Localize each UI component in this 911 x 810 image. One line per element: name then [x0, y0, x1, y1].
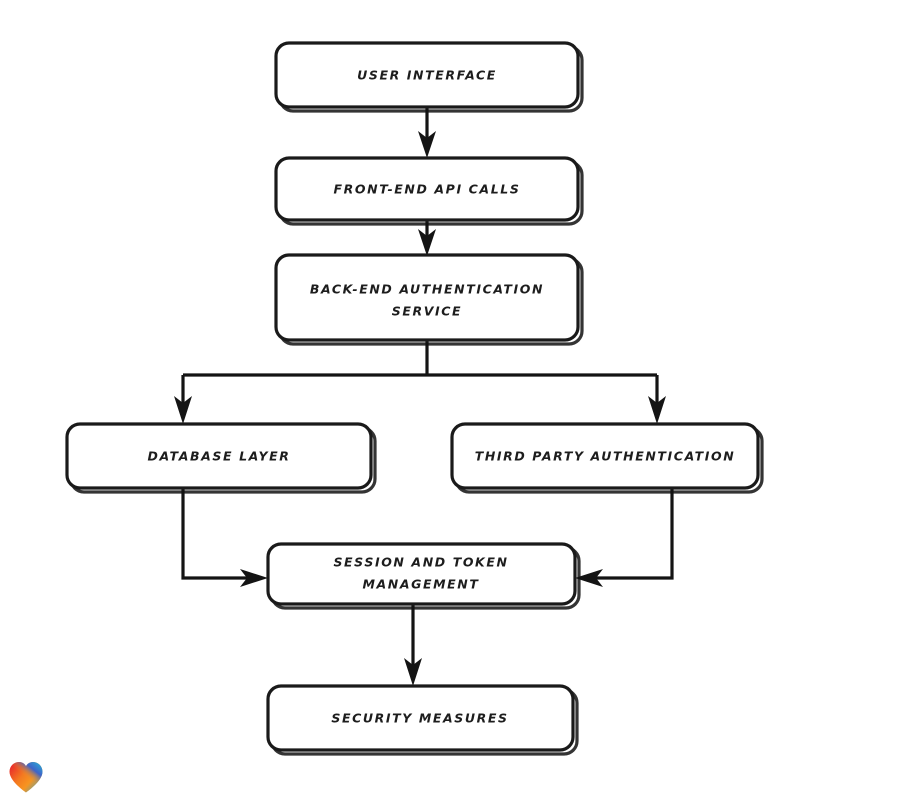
heart-icon — [9, 762, 43, 793]
node-label-user-interface: User Interface — [357, 68, 497, 83]
node-user-interface[interactable]: User Interface — [274, 41, 584, 113]
node-label-back-end-authentication-line2: Service — [392, 304, 462, 319]
node-security-measures[interactable]: Security Measures — [266, 684, 579, 756]
node-back-end-authentication-service[interactable]: Back-end Authentication Service — [274, 253, 584, 346]
node-label-session-token-line1: Session and Token — [333, 555, 508, 570]
node-label-front-end-api-calls: Front-end API Calls — [334, 182, 521, 197]
edge-backend-to-thirdparty — [648, 375, 666, 424]
edge-backend-to-branch — [183, 340, 657, 377]
node-label-third-party-authentication: Third Party Authentication — [475, 449, 736, 464]
node-third-party-authentication[interactable]: Third Party Authentication — [450, 422, 764, 494]
edge-database-to-session — [181, 488, 268, 587]
node-session-and-token-management[interactable]: Session and Token Management — [266, 542, 581, 610]
node-front-end-api-calls[interactable]: Front-end API Calls — [274, 156, 584, 226]
edge-thirdparty-to-session — [575, 488, 674, 587]
edge-backend-to-database — [174, 375, 192, 424]
node-label-database-layer: Database Layer — [148, 449, 291, 464]
edge-ui-to-api — [418, 107, 436, 158]
node-label-back-end-authentication-line1: Back-end Authentication — [310, 282, 544, 297]
node-label-session-token-line2: Management — [362, 577, 479, 592]
node-database-layer[interactable]: Database Layer — [65, 422, 377, 494]
node-label-security-measures: Security Measures — [331, 711, 508, 726]
edge-session-to-security — [404, 604, 422, 686]
